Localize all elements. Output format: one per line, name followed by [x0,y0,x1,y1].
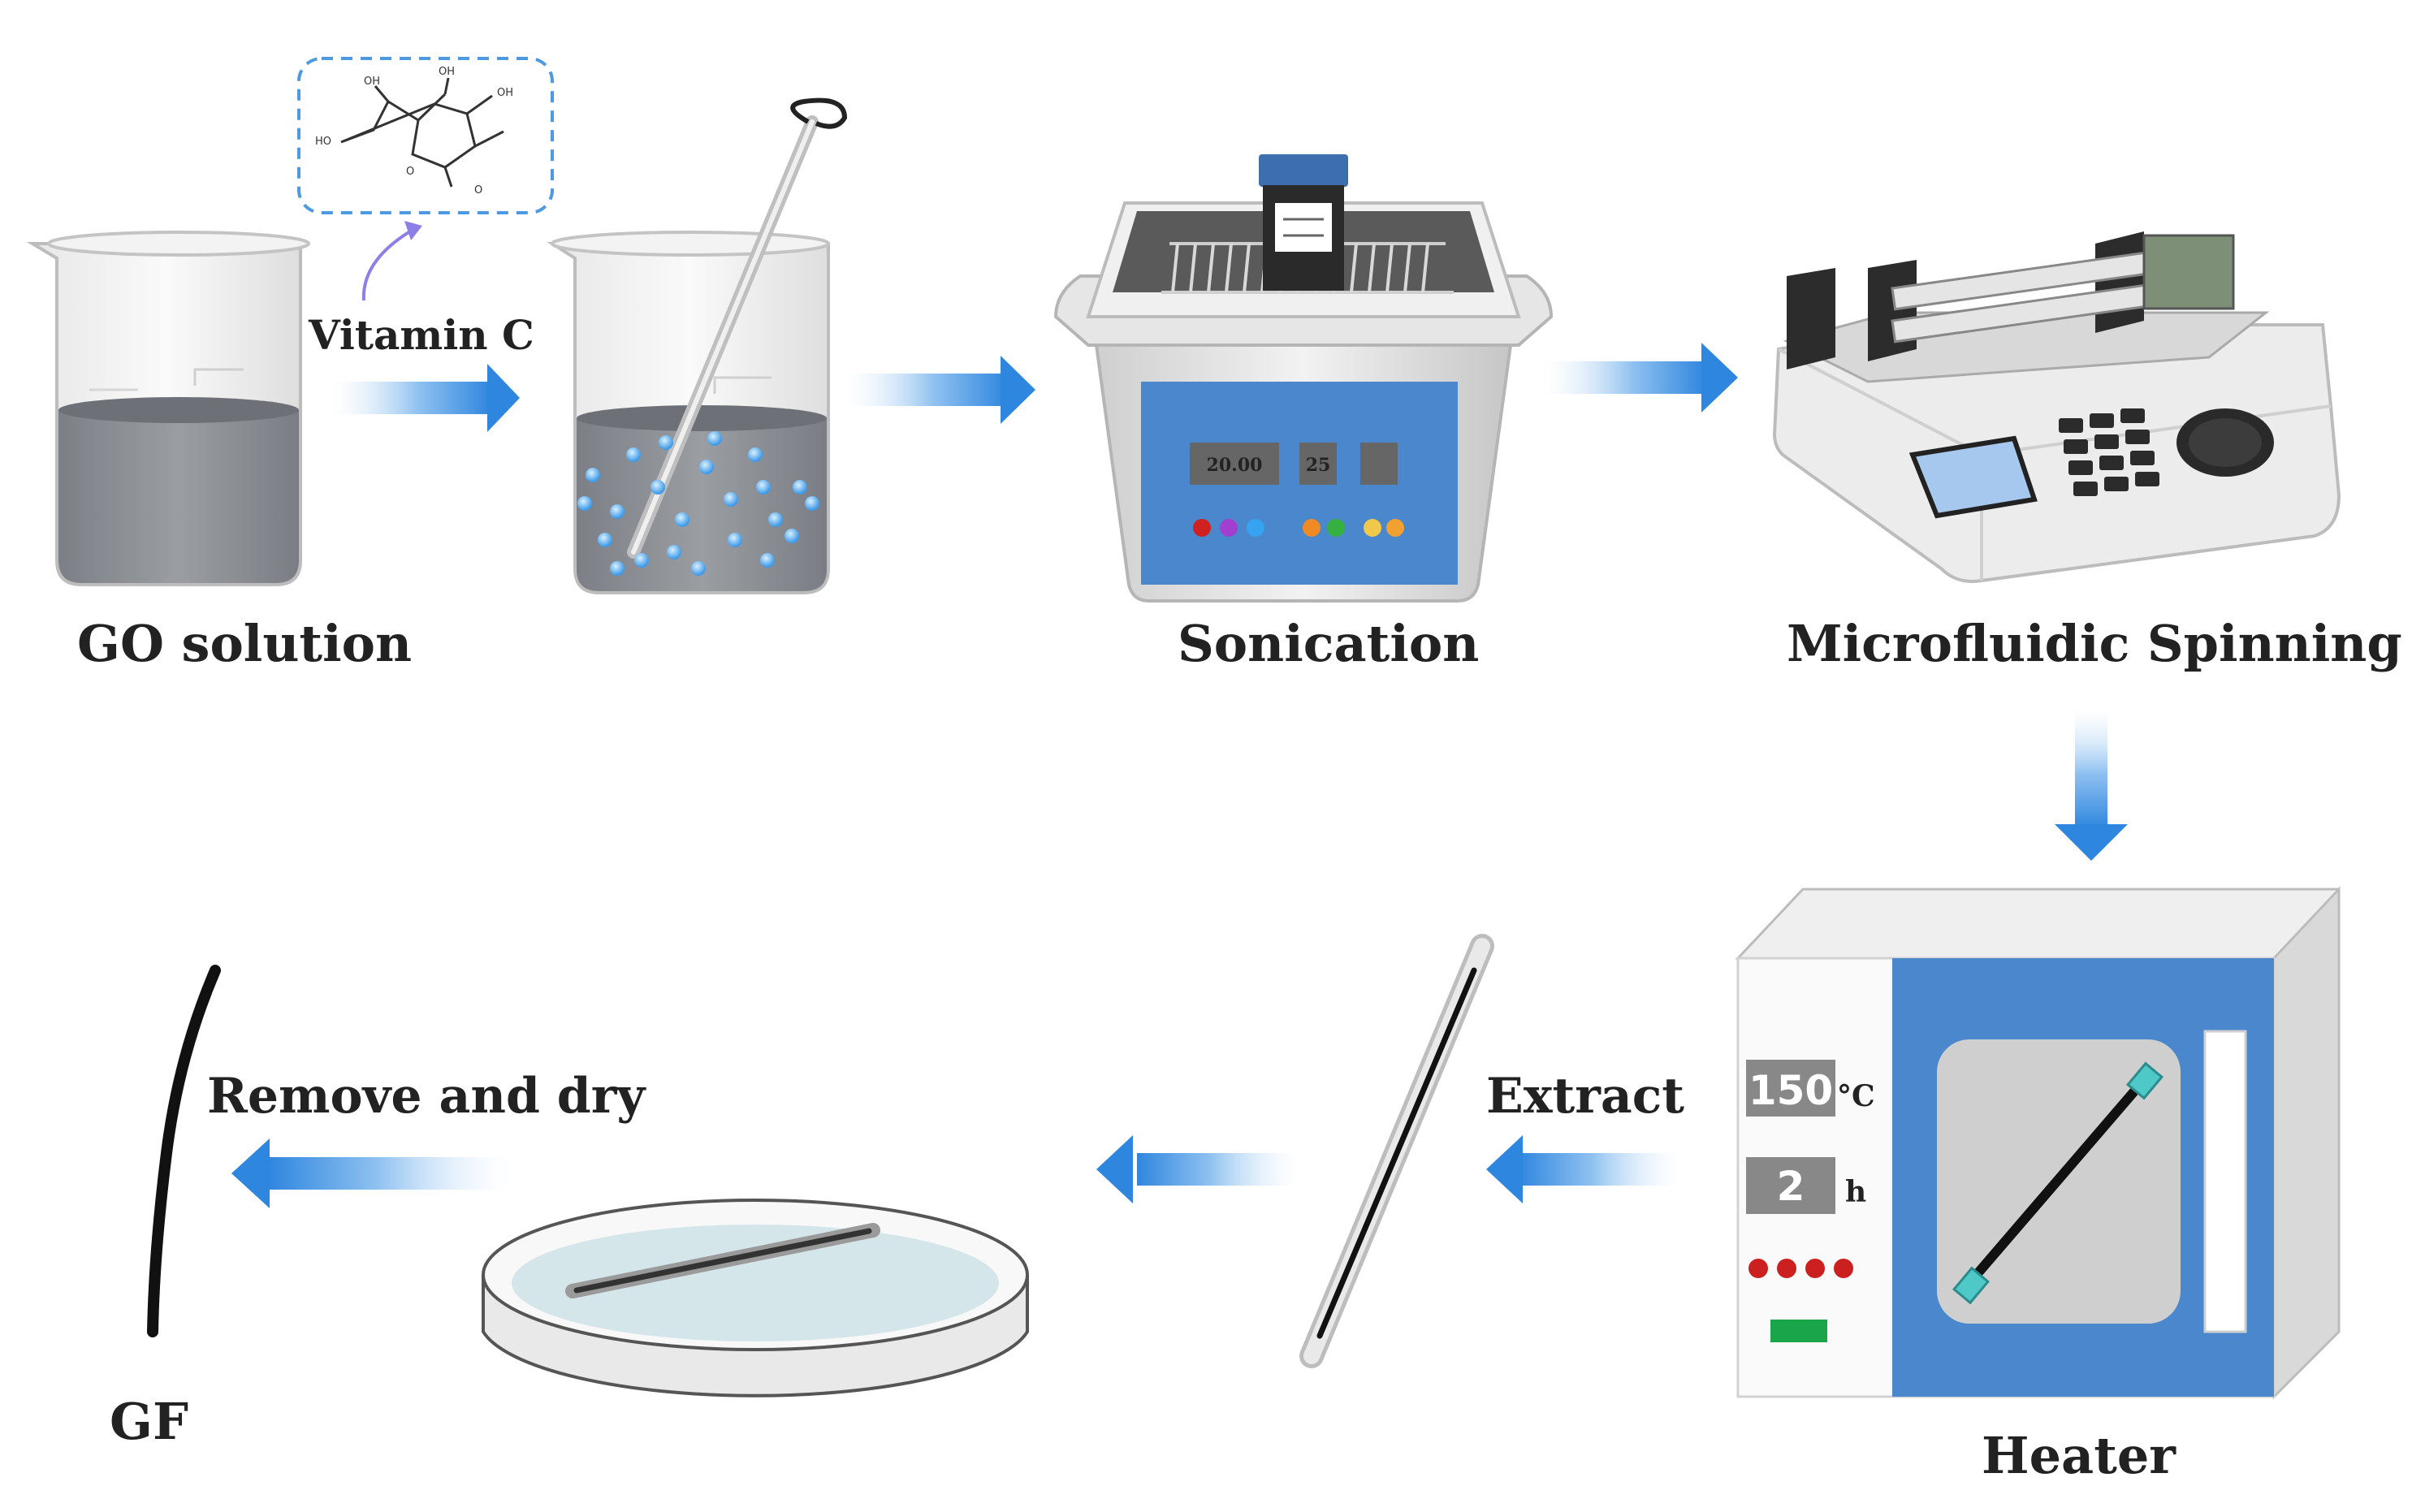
svg-text:HO: HO [315,136,331,148]
beaker-icon [26,231,310,586]
basket-bar [1385,243,1394,293]
extract-label: Extract [1486,1068,1684,1125]
basket-bar [1189,243,1197,293]
basket-bar [1225,243,1233,293]
bubble [577,496,592,511]
bubble [699,460,714,474]
bubble [586,468,600,482]
arrow-4-icon [2055,706,2128,861]
remove-and-dry-label: Remove and dry [207,1068,646,1125]
arrow-1-icon [329,364,520,432]
keypad-key [2094,434,2119,449]
sonicator-display-1: 20.00 [1207,455,1263,476]
basket-bar [1350,243,1358,293]
basket-bar [1243,243,1251,293]
arrow-3-icon [1543,343,1738,413]
keypad-key [2125,430,2150,444]
basket-bar [1403,243,1411,293]
bubble [748,447,763,462]
svg-text:O: O [474,184,482,197]
keypad-key [2090,413,2114,428]
fiber-icon [147,965,221,1337]
bubble [756,480,771,495]
bubble [724,492,738,507]
gf-label: GF [110,1392,188,1451]
keypad-key [2099,456,2124,470]
syringe-pump-icon [1772,231,2341,583]
svg-text:OH: OH [497,87,513,99]
arrow-6-icon [1096,1135,1299,1203]
keypad-key [2120,408,2145,423]
svg-text:OH: OH [364,76,380,88]
molecule-icon: HO OH OH OH O O [297,57,554,301]
basket-bar [1171,243,1179,293]
keypad-key [2135,472,2159,486]
go-solution-label: GO solution [77,614,413,673]
petri-dish-icon [482,1199,1029,1398]
heater-label: Heater [1982,1426,2176,1485]
basket-bar [1421,243,1429,293]
bubble [707,431,722,446]
microfluidic-spinning-label: Microfluidic Spinning [1787,614,2402,673]
sonication-label: Sonication [1178,614,1480,673]
arrow-2-icon [845,356,1035,424]
keypad-key [2064,439,2088,454]
bubble [634,553,649,568]
arrow-5-icon [1486,1135,1681,1203]
sonicator-display-2: 25 [1306,455,1331,476]
keypad-key [2104,477,2129,491]
oven-time-value: 2 [1777,1163,1805,1210]
bubble [760,553,775,568]
bubble [626,447,641,462]
ultrasonic-bath-icon [1053,154,1554,603]
bubble [610,561,625,576]
vitamin-c-label: Vitamin C [309,311,534,359]
bubble [659,435,673,450]
bubble [691,561,706,576]
oven-temperature-unit: °C [1837,1079,1875,1113]
svg-text:OH: OH [439,66,455,78]
tube-icon [1299,934,1494,1368]
bubble [667,545,681,559]
keypad-key [2073,482,2098,496]
keypad-key [2130,451,2155,465]
bubble [793,480,807,495]
bubble [675,512,689,527]
oven-temperature-value: 150 [1748,1067,1833,1114]
stirring-rod-icon [627,97,848,559]
bubble [728,533,742,547]
svg-text:O: O [406,166,414,178]
bubble [768,512,783,527]
keypad-key [2059,418,2083,433]
bubble [785,529,799,543]
bubble [610,504,625,519]
bubble [805,496,819,511]
bubbles [577,431,819,576]
basket-bar [1368,243,1376,293]
bubble [651,480,665,495]
keypad-key [2068,460,2093,475]
oven-icon [1735,886,2341,1400]
oven-time-unit: h [1845,1175,1866,1209]
arrow-7-icon [231,1138,512,1208]
bubble [598,533,612,547]
basket-bar [1207,243,1215,293]
